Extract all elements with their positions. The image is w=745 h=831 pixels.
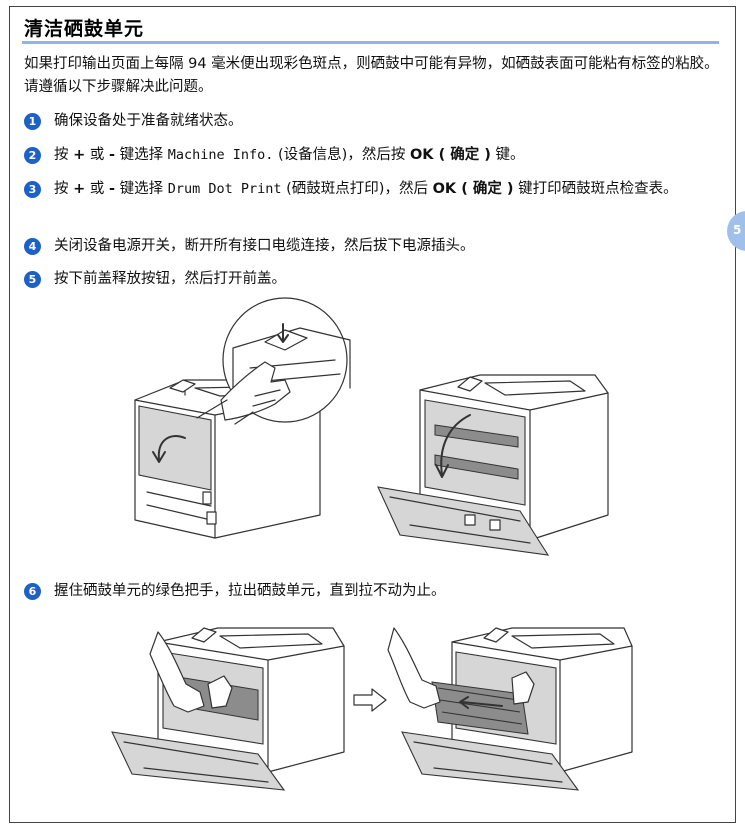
step-text: 关闭设备电源开关，断开所有接口电缆连接，然后拔下电源插头。 <box>54 238 475 254</box>
step-text-part: (硒鼓斑点打印)，然后 <box>286 181 428 197</box>
chapter-tab: 5 <box>727 211 745 251</box>
step-1: 1 确保设备处于准备就绪状态。 <box>24 110 714 133</box>
step-number-badge: 2 <box>24 147 41 164</box>
minus-key-label: - <box>108 147 116 163</box>
menu-item-code: Machine Info. <box>167 147 274 163</box>
step-text-part: 键选择 <box>119 147 164 163</box>
figure-front-cover-open <box>377 374 609 556</box>
step-text: 按 + 或 - 键选择 Drum Dot Print (硒鼓斑点打印)，然后 O… <box>54 178 714 201</box>
page-frame <box>9 6 736 823</box>
step-text-part: 键。 <box>495 147 525 163</box>
title-divider <box>22 41 719 44</box>
step-text-part: 或 <box>89 147 105 163</box>
minus-key-label: - <box>108 181 116 197</box>
plus-key-label: + <box>73 147 86 163</box>
step-text: 确保设备处于准备就绪状态。 <box>54 113 243 129</box>
step-text-part: (设备信息)，然后按 <box>278 147 406 163</box>
step-number-badge: 1 <box>24 113 41 130</box>
section-title: 清洁硒鼓单元 <box>24 18 145 40</box>
step-4: 4 关闭设备电源开关，断开所有接口电缆连接，然后拔下电源插头。 <box>24 235 714 258</box>
step-text: 握住硒鼓单元的绿色把手，拉出硒鼓单元，直到拉不动为止。 <box>54 583 446 599</box>
step-text: 按下前盖释放按钮，然后打开前盖。 <box>54 271 286 287</box>
figure-grip-drum-handle <box>111 627 345 791</box>
step-number-badge: 4 <box>24 238 41 255</box>
step-3: 3 按 + 或 - 键选择 Drum Dot Print (硒鼓斑点打印)，然后… <box>24 178 714 201</box>
step-text-part: 键选择 <box>119 181 164 197</box>
step-6: 6 握住硒鼓单元的绿色把手，拉出硒鼓单元，直到拉不动为止。 <box>24 580 714 603</box>
ok-key-label: OK ( 确定 ) <box>432 181 514 197</box>
step-number-badge: 3 <box>24 181 41 198</box>
right-arrow-icon <box>353 688 387 712</box>
menu-item-code: Drum Dot Print <box>167 181 282 197</box>
step-text-part: 按 <box>54 181 69 197</box>
chapter-tab-number: 5 <box>733 223 742 237</box>
ok-key-label: OK ( 确定 ) <box>409 147 491 163</box>
step-2: 2 按 + 或 - 键选择 Machine Info. (设备信息)，然后按 O… <box>24 144 714 167</box>
step-number-badge: 5 <box>24 271 41 288</box>
step-text: 按 + 或 - 键选择 Machine Info. (设备信息)，然后按 OK … <box>54 144 714 167</box>
step-text-part: 键打印硒鼓斑点检查表。 <box>518 181 678 197</box>
plus-key-label: + <box>73 181 86 197</box>
intro-paragraph: 如果打印输出页面上每隔 94 毫米便出现彩色斑点，则硒鼓中可能有异物，如硒鼓表面… <box>24 56 719 95</box>
step-5: 5 按下前盖释放按钮，然后打开前盖。 <box>24 268 714 291</box>
step-text-part: 按 <box>54 147 69 163</box>
step-number-badge: 6 <box>24 583 41 600</box>
figure-pull-out-drum <box>387 627 633 791</box>
step-text-part: 或 <box>89 181 105 197</box>
figure-press-front-cover-release <box>134 297 351 539</box>
